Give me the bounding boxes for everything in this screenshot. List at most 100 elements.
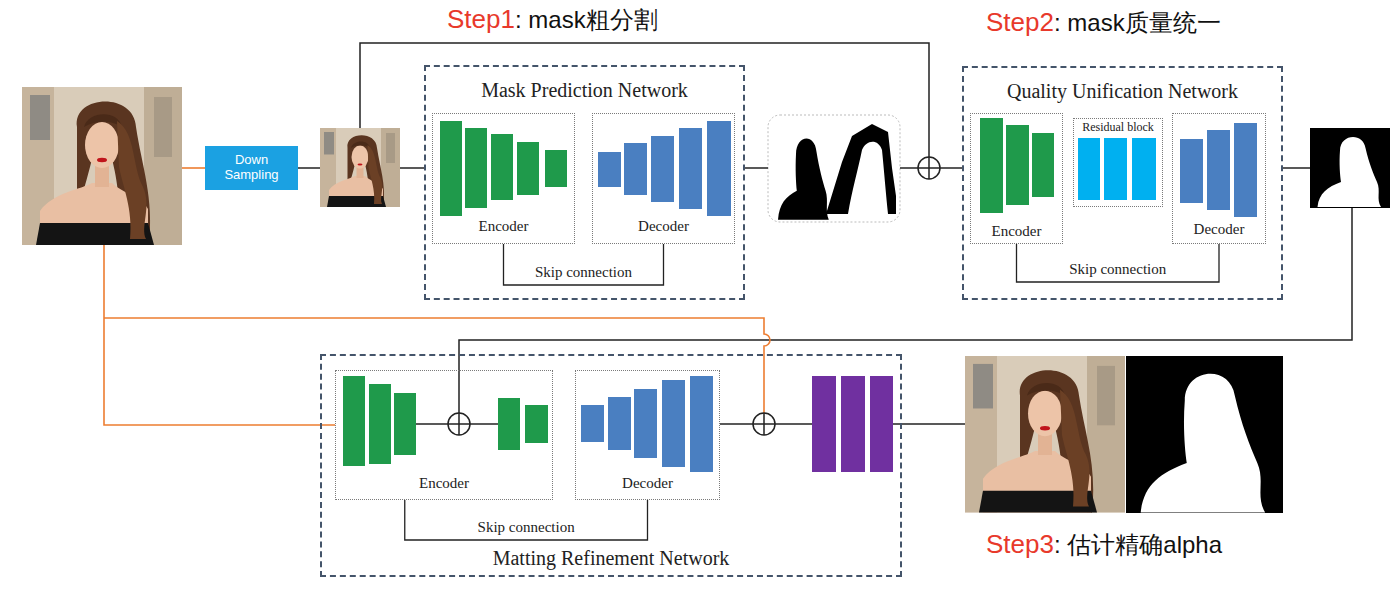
- decoder-bars: [1234, 123, 1257, 217]
- image-wire: [104, 318, 770, 413]
- encoder-bars: [498, 398, 520, 450]
- skip-connector: [405, 500, 648, 540]
- coarse-masks: [768, 115, 900, 222]
- output-bars: [870, 376, 893, 472]
- coarse-masks: [778, 138, 829, 219]
- step-number: Step2: [986, 7, 1054, 38]
- alpha-matte: [1126, 356, 1283, 513]
- add-symbol: [448, 157, 940, 435]
- connector-label: Skip connection: [1067, 261, 1168, 278]
- unified-mask: [1310, 128, 1390, 208]
- output-photo: [965, 356, 1125, 512]
- alpha-matte: [1126, 356, 1283, 513]
- step-description: : 估计精确alpha: [1054, 529, 1222, 561]
- skip-connector: [504, 244, 664, 285]
- encoder-bars: [517, 142, 539, 195]
- data-wire: [775, 423, 812, 425]
- output-bars: [812, 376, 893, 472]
- encoder-bars: [440, 121, 462, 216]
- network-box: Matting Refinement Network Encoder Decoder: [320, 354, 902, 577]
- encoder-bars: [1006, 125, 1029, 205]
- data-wire: [1283, 167, 1310, 169]
- encoder-bars: [343, 376, 365, 466]
- decoder-bars: [581, 121, 1257, 472]
- decoder-bars: [581, 405, 604, 442]
- alpha-matte: [1141, 374, 1265, 513]
- image-wire: [182, 167, 205, 169]
- residual-box: Residual block: [1073, 118, 1163, 207]
- coarse-masks: [768, 115, 900, 222]
- box-title: Quality Unification Network: [1007, 80, 1238, 103]
- box-title: Encoder: [479, 218, 529, 235]
- data-wire: [900, 167, 918, 169]
- data-wire: [298, 43, 1352, 424]
- small-photo: [320, 128, 400, 207]
- encoder-bars: [465, 128, 487, 208]
- skip-connector: [1017, 244, 1220, 282]
- process-box: Down Sampling: [205, 146, 298, 190]
- data-wire: [893, 423, 965, 425]
- data-wire: [720, 423, 753, 425]
- decoder-bars: [1180, 139, 1203, 203]
- box-title: Mask Prediction Network: [481, 79, 688, 102]
- output-bars: [812, 376, 836, 472]
- encoder-bars: [394, 393, 416, 455]
- box-title: Matting Refinement Network: [493, 547, 730, 570]
- data-wire: [745, 167, 768, 169]
- input-photo: [22, 87, 182, 245]
- unified-mask: [1318, 137, 1382, 207]
- unified-mask: [1310, 128, 1390, 208]
- coarse-masks: [826, 124, 896, 214]
- decoder-bars: [1207, 130, 1230, 210]
- add-symbol: [448, 413, 470, 435]
- add-symbol: [918, 157, 940, 179]
- decoder-bars: [608, 397, 631, 450]
- decoder-bars: [707, 121, 731, 216]
- box-title: Encoder: [419, 475, 469, 492]
- data-wire: [298, 167, 320, 169]
- encoder-box: Encoder: [432, 113, 575, 244]
- box-title: Decoder: [1194, 221, 1245, 238]
- data-wire: [470, 423, 498, 425]
- small-photo: [320, 128, 400, 207]
- decoder-box: Decoder: [1172, 113, 1266, 244]
- encoder-bars: [491, 134, 513, 200]
- step-description: : mask粗分割: [515, 4, 658, 36]
- decoder-bars: [634, 389, 657, 458]
- input-photo: [22, 87, 182, 245]
- decoder-box: Decoder: [592, 113, 735, 244]
- step-heading: Step3: 估计精确alpha: [986, 529, 1222, 561]
- residual-bars: [1078, 138, 1100, 200]
- connector-label: Skip connection: [476, 519, 577, 536]
- decoder-bars: [662, 380, 685, 467]
- encoder-box: Encoder: [970, 113, 1063, 244]
- step-heading: Step1: mask粗分割: [447, 4, 658, 36]
- residual-bars: [1104, 138, 1127, 200]
- step-number: Step1: [447, 4, 515, 35]
- add-symbol: [918, 157, 940, 179]
- step-description: : mask质量统一: [1054, 7, 1221, 39]
- box-label: Down Sampling: [216, 153, 288, 183]
- encoder-bars: [525, 405, 548, 443]
- decoder-bars: [598, 152, 621, 187]
- decoder-box: Decoder: [575, 370, 720, 500]
- output-bars: [841, 376, 865, 472]
- box-title: Decoder: [638, 218, 689, 235]
- connector-label: Skip connection: [533, 264, 634, 281]
- decoder-bars: [624, 143, 647, 195]
- image-wire: [104, 168, 770, 425]
- coarse-masks: [848, 142, 888, 214]
- residual-bars: [1078, 138, 1156, 200]
- data-wire: [360, 43, 929, 157]
- box-title: Decoder: [622, 475, 673, 492]
- decoder-bars: [679, 128, 702, 209]
- output-photo: [965, 356, 1125, 512]
- residual-bars: [1132, 138, 1156, 200]
- box-title: Residual block: [1082, 121, 1154, 135]
- encoder-bars: [369, 384, 391, 464]
- data-wire: [416, 423, 448, 425]
- encoder-box: Encoder: [335, 370, 553, 500]
- encoder-bars: [980, 118, 1003, 213]
- add-symbol: [753, 413, 775, 435]
